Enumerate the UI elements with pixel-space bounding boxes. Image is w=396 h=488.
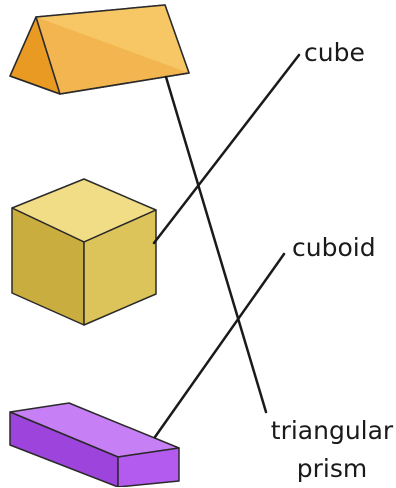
label-triangular-prism: triangular prism bbox=[268, 412, 396, 488]
cuboid-front-face bbox=[9, 411, 119, 487]
label-triangular-prism-line2: prism bbox=[296, 454, 368, 483]
triangular-prism-shape bbox=[9, 4, 190, 95]
prism-highlight bbox=[36, 5, 189, 73]
connector-cuboid-to-cuboid bbox=[153, 252, 286, 439]
cuboid-shape bbox=[9, 402, 180, 487]
connector-prism-to-triangular-prism bbox=[164, 75, 268, 414]
cube-side-face bbox=[83, 209, 157, 326]
connector-cube-to-cube bbox=[152, 53, 301, 245]
cube-shape bbox=[11, 178, 157, 326]
connector-lines bbox=[152, 53, 301, 439]
label-cube: cube bbox=[304, 38, 365, 67]
cuboid-end-face bbox=[117, 447, 180, 487]
label-cuboid: cuboid bbox=[292, 233, 376, 262]
label-triangular-prism-line1: triangular bbox=[270, 416, 394, 445]
prism-outline bbox=[9, 4, 190, 95]
